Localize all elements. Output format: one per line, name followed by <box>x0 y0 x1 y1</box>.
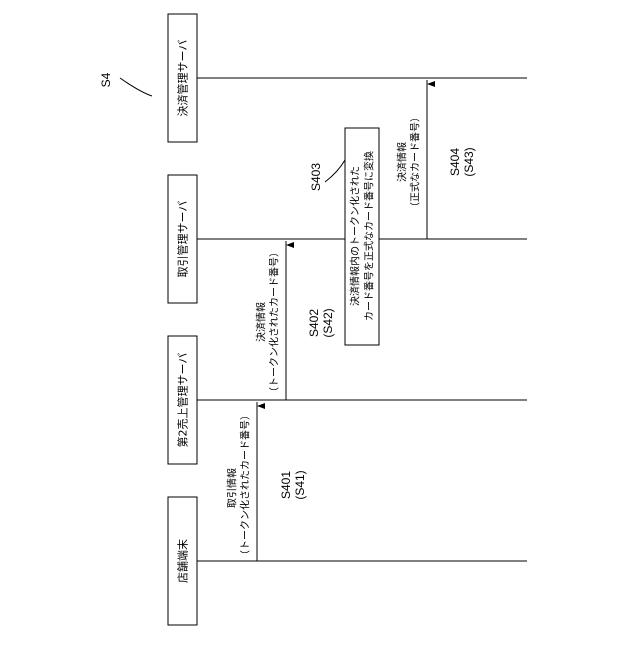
process-line1: 決済情報内のトークン化された <box>349 166 362 306</box>
step-number: S403 <box>309 163 323 191</box>
figure-label: S4 <box>99 72 113 87</box>
actor-label: 店舗端末 <box>175 539 189 583</box>
actor-label: 第2売上管理サーバ <box>175 353 189 448</box>
message-s404: 決済情報 （正式なカード番号） S404 (S43) <box>396 80 477 239</box>
message-line2: （トークン化されたカード番号） <box>268 247 281 397</box>
actor-transaction-server: 取引管理サーバ <box>168 175 197 303</box>
actor-label: 決済管理サーバ <box>175 40 189 117</box>
process-line2: カード番号を正式なカード番号に変換 <box>363 151 376 321</box>
step-number-alt: (S43) <box>462 147 476 176</box>
message-line2: （トークン化されたカード番号） <box>239 410 252 560</box>
message-line1: 決済情報 <box>255 302 268 342</box>
step-number-alt: (S42) <box>321 308 335 337</box>
process-leader <box>325 160 345 182</box>
message-line1: 取引情報 <box>226 468 239 508</box>
message-line2: （正式なカード番号） <box>409 112 422 212</box>
actor-sales-server: 第2売上管理サーバ <box>168 336 197 464</box>
actor-payment-server: 決済管理サーバ <box>168 14 197 142</box>
figure-label-leader <box>120 78 152 96</box>
message-s402: 決済情報 （トークン化されたカード番号） S402 (S42) <box>255 241 336 400</box>
step-number: S404 <box>448 148 462 176</box>
message-line1: 決済情報 <box>396 142 409 182</box>
actor-store-terminal: 店舗端末 <box>168 497 197 625</box>
step-number-alt: (S41) <box>293 470 307 499</box>
message-s401: 取引情報 （トークン化されたカード番号） S401 (S41) <box>226 402 308 561</box>
step-number: S402 <box>307 309 321 337</box>
step-number: S401 <box>279 471 293 499</box>
actor-label: 取引管理サーバ <box>175 201 189 278</box>
